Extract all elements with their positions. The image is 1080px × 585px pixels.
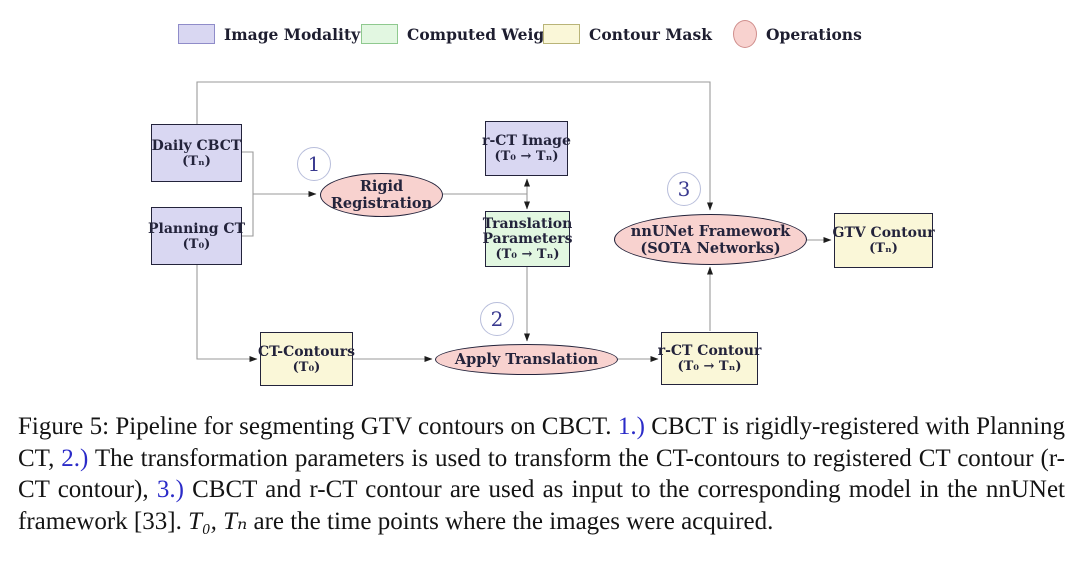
node-timepoint: (Tₙ) [182,153,211,169]
node-timepoint: (T₀ → Tₙ) [494,149,559,164]
node-rct-contour: r-CT Contour (T₀ → Tₙ) [658,332,761,385]
node-title: r-CT Image [482,133,571,149]
node-rct-image: r-CT Image (T₀ → Tₙ) [482,121,571,176]
caption-text: CBCT and r-CT contour are used as input … [18,476,1065,535]
node-title: Planning CT [148,220,245,237]
node-timepoint: (T₀) [292,359,321,375]
node-timepoint: (T₀) [182,236,211,252]
node-title: Daily CBCT [151,137,242,154]
caption-text: CBCT is rigidly-registered with Planning… [18,413,1066,472]
node-gtv-contour: GTV Contour (Tₙ) [832,213,935,268]
node-nnunet-framework: nnUNet Framework (SOTA Networks) [614,214,807,265]
node-title: CT-Contours [258,343,355,360]
node-ct-contours: CT-Contours (T₀) [258,332,355,386]
caption-math-timepoints: T₀, Tₙ [188,507,248,535]
caption-step-ref-1: 1.) [617,413,645,440]
computed-weights-swatch [361,24,398,44]
node-title: Parameters [482,230,573,247]
caption-step-ref-3: 3.) [156,476,184,503]
contour-mask-swatch [543,24,580,44]
node-planning-ct: Planning CT (T₀) [148,207,245,265]
node-translation-parameters: Translation Parameters (T₀ → Tₙ) [482,211,573,267]
connector-cbct-branch [242,151,254,194]
legend-item-computed-weights: Computed Weights [361,21,571,47]
node-title: GTV Contour [832,225,935,241]
node-apply-translation: Apply Translation [435,344,618,375]
figure-caption: Figure 5: Pipeline for segmenting GTV co… [18,411,1065,537]
legend-item-operations: Operations [733,20,862,48]
node-title: Translation [482,215,573,232]
step-number: 3 [677,177,691,201]
node-title: r-CT Contour [657,343,762,359]
legend-label: Image Modality [224,24,361,44]
step-number: 2 [490,307,504,331]
step-1-circle: 1 [297,147,331,181]
caption-text: The transformation parameters is used to… [18,444,1065,504]
node-title: Apply Translation [454,351,599,368]
node-title: (SOTA Networks) [640,239,781,257]
node-daily-cbct: Daily CBCT (Tₙ) [151,124,242,182]
caption-step-ref-2: 2.) [61,444,89,472]
step-number: 1 [307,152,321,176]
step-2-circle: 2 [480,302,514,336]
image-modality-swatch [178,24,215,44]
legend-item-contour-mask: Contour Mask [543,21,712,47]
node-title: nnUNet Framework [630,222,791,240]
connector-lines [196,81,832,362]
legend-item-image-modality: Image Modality [178,21,360,47]
connector-planningct-branch [242,194,254,237]
node-timepoint: (Tₙ) [869,241,898,256]
connector-cbct-to-nnunet [196,81,713,211]
node-title: Rigid [359,178,404,195]
connector-planningct-to-ct-contours [196,265,258,362]
node-rigid-registration: Rigid Registration [320,173,443,217]
caption-text: Figure 5: Pipeline for segmenting GTV co… [18,413,618,440]
node-timepoint: (T₀ → Tₙ) [677,359,742,374]
legend-label: Contour Mask [589,24,712,44]
legend-label: Operations [766,24,862,44]
node-timepoint: (T₀ → Tₙ) [495,246,560,262]
node-title: Registration [330,195,433,212]
operations-swatch [733,20,757,48]
legend-label: Computed Weights [407,24,572,44]
caption-text: are the time points where the images wer… [247,507,774,535]
step-3-circle: 3 [667,172,701,206]
